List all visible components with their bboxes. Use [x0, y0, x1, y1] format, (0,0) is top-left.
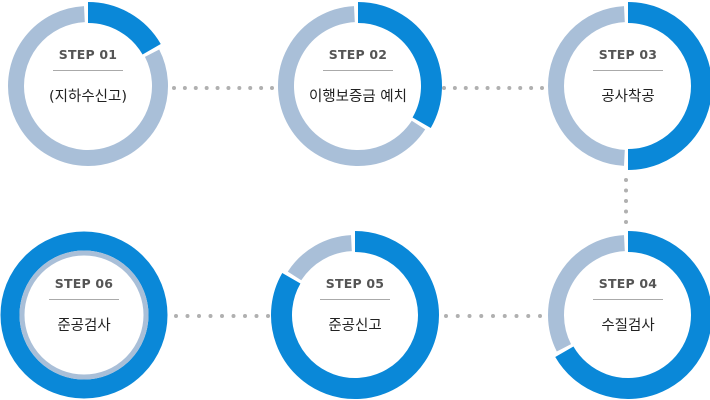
divider [320, 299, 390, 300]
step-title: 준공검사 [57, 318, 111, 334]
step-label: STEP 06 [54, 276, 114, 291]
connector-dot [624, 178, 628, 182]
connector-dot [266, 314, 270, 318]
connector-dot [529, 86, 534, 90]
step-label: STEP 05 [325, 276, 385, 291]
track-ring [548, 235, 626, 352]
connector-dot [174, 314, 178, 318]
connector-dot [538, 314, 542, 318]
step-5: STEP 05 준공신고 [285, 276, 425, 335]
step-2: STEP 02 이행보증금 예치 [288, 47, 428, 106]
step-6: STEP 06 준공검사 [14, 276, 154, 335]
connector-dot [444, 314, 448, 318]
divider [49, 299, 119, 300]
step-label: STEP 04 [598, 276, 658, 291]
track-ring [287, 235, 353, 281]
connector-dot [452, 86, 457, 90]
divider [53, 70, 123, 71]
connector-dot [502, 314, 507, 318]
connector-dot [248, 86, 253, 90]
connector-dot [270, 86, 274, 90]
connector-dot [193, 86, 198, 90]
connector-dot [226, 86, 231, 90]
connector-dot [231, 314, 236, 318]
connector-dot [463, 86, 468, 90]
connector-dot [455, 314, 460, 318]
progress-ring [0, 231, 168, 399]
connector-dot [254, 314, 259, 318]
connector-dot [182, 86, 187, 90]
track-ring [278, 6, 426, 166]
progress-ring [357, 2, 442, 128]
divider [593, 70, 663, 71]
connector-dot [204, 86, 209, 90]
step-title: 공사착공 [601, 89, 655, 105]
step-title: 준공신고 [328, 318, 382, 334]
track-ring [548, 6, 625, 166]
connector-dot [624, 220, 628, 224]
connector-dot [220, 314, 224, 318]
connector-dot [474, 86, 479, 90]
step-title: 수질검사 [601, 318, 655, 334]
step-label: STEP 01 [58, 47, 118, 62]
step-1: STEP 01 (지하수신고) [18, 47, 158, 106]
divider [323, 70, 393, 71]
connector-dot [208, 314, 213, 318]
step-title: (지하수신고) [48, 89, 127, 105]
connector-dot [514, 314, 519, 318]
progress-ring [627, 2, 710, 170]
connector-dot [496, 86, 501, 90]
connector-dot [624, 188, 628, 193]
connector-dot [442, 86, 446, 90]
divider [593, 299, 663, 300]
connector-dot [237, 86, 242, 90]
connector-dot [259, 86, 264, 90]
connector-dot [526, 314, 531, 318]
progress-ring [87, 2, 161, 55]
connector-dot [491, 314, 495, 318]
track-ring [8, 6, 168, 166]
connector-dot [540, 86, 544, 90]
connector-dot [507, 86, 512, 90]
step-label: STEP 03 [598, 47, 658, 62]
connector-dot [479, 314, 484, 318]
connector-dot [215, 86, 220, 90]
connector-dot [197, 314, 201, 318]
progress-ring [555, 231, 710, 399]
connector-dot [624, 199, 628, 203]
connector-dot [243, 314, 247, 318]
step-4: STEP 04 수질검사 [558, 276, 698, 335]
step-title: 이행보증금 예치 [309, 89, 407, 105]
step-3: STEP 03 공사착공 [558, 47, 698, 106]
inner-ring [19, 250, 149, 380]
connector-dot [624, 209, 628, 214]
step-label: STEP 02 [328, 47, 388, 62]
progress-ring [271, 231, 439, 399]
connector-dot [467, 314, 472, 318]
connector-dot [185, 314, 190, 318]
connector-dot [518, 86, 523, 90]
connector-dot [172, 86, 176, 90]
connector-dot [485, 86, 490, 90]
